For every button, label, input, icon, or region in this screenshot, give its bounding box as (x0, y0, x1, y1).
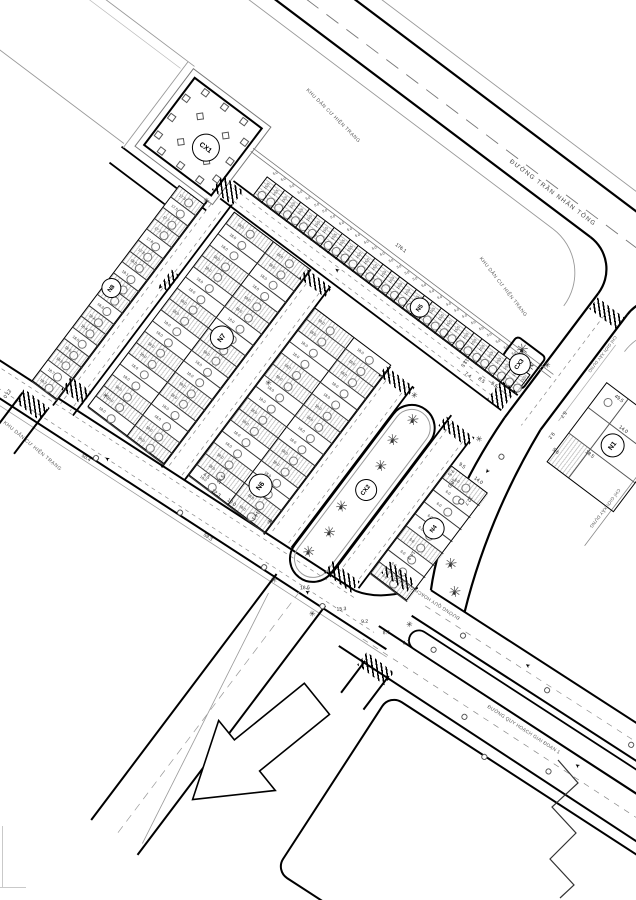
dimension-text: 6.0 (408, 536, 416, 544)
dimension-text: 18.0 (137, 436, 146, 444)
dimension-text: 18.0 (196, 276, 205, 285)
dimension-text: 18.0 (106, 395, 115, 404)
dimension-text: 18.0 (322, 392, 332, 401)
boundary-line (250, 147, 554, 378)
lot-number-circle (143, 441, 157, 454)
dimension-text: 18.0 (179, 298, 189, 307)
block-label-text: N1 (606, 439, 619, 452)
dimension-text: 18.0 (331, 381, 340, 390)
dimension-text: 18.0 (251, 284, 260, 293)
block-label-text: N7 (216, 331, 228, 344)
dimension-text: 18.0 (216, 452, 225, 461)
dimension-text: 18.0 (356, 347, 365, 356)
dimension-text: 18.0 (339, 370, 348, 379)
construction-boundary-line (584, 420, 636, 546)
block-label-text: N8 (106, 282, 117, 294)
dimension-text: 18.0 (283, 363, 292, 372)
dimension-text: 18.0 (202, 349, 211, 358)
dimension-text: 18.0 (280, 448, 289, 457)
dimension-text: 18.0 (238, 504, 247, 513)
dimension-text: 18.0 (171, 309, 180, 317)
block-label-text: CX2 (359, 483, 373, 497)
dimension-text: 18.0 (147, 341, 156, 350)
boundary-diagonal (558, 344, 616, 422)
dimension-text: 9.2 (361, 618, 369, 625)
dimension-text: 18.0 (155, 330, 164, 339)
dimension-text: 18.0 (267, 262, 277, 271)
dimension-text: 3.7 (402, 639, 410, 646)
dimension-text: 18.0 (233, 430, 242, 439)
dimension-text: 18.0 (258, 396, 267, 405)
reserve-block-2 (279, 698, 636, 900)
dimension-text: 18.0 (169, 392, 179, 401)
street-h2 (0, 328, 419, 658)
dimension-text: 18.0 (186, 371, 195, 379)
dimension-text: 15.3 (336, 606, 347, 613)
dimension-text: 18.0 (305, 415, 315, 423)
dimension-text: 18.0 (308, 329, 318, 338)
reserve-block-1 (408, 629, 636, 826)
block-label-text: N5 (414, 302, 425, 313)
page-edge-mark (2, 826, 3, 888)
dimension-text: 18.0 (153, 414, 163, 423)
dimension-text: 18.0 (130, 363, 140, 372)
dimension-text: 8.7 (382, 629, 390, 636)
dimension-text: 18.0 (347, 359, 357, 367)
dimension-text: 6.0 (399, 548, 407, 556)
dimension-text: 18.0 (249, 407, 259, 416)
dimension-text: 18.0 (163, 319, 172, 328)
break-line (549, 759, 579, 899)
dimension-text: 18.0 (220, 244, 229, 252)
dimension-text: 18.0 (224, 441, 234, 450)
dimension-text: 18.0 (161, 403, 171, 412)
arrow-shape (191, 682, 331, 801)
park-structure-mark (196, 112, 205, 121)
dimension-text: 18.0 (236, 222, 246, 231)
dimension-text: 18.0 (228, 233, 238, 242)
dimension-text: 18.0 (288, 437, 298, 446)
main-road (185, 0, 636, 531)
dimension-text: 18.6 (299, 584, 310, 591)
dimension-text: 18.0 (266, 385, 276, 394)
dimension-text: 18.0 (275, 374, 284, 383)
dimension-text: 18.0 (114, 384, 123, 393)
park-structure-mark (221, 131, 230, 140)
dimension-text: 18.0 (300, 340, 309, 349)
dimension-text: 18.0 (314, 403, 323, 412)
block-label-text: N4 (428, 523, 439, 534)
dimension-text: 18.0 (259, 273, 269, 282)
dimension-text: 18.0 (212, 254, 221, 263)
dimension-text: 18.0 (194, 360, 203, 369)
block-label-text: CX3 (513, 357, 526, 371)
dimension-text: 15.5 (263, 182, 271, 191)
dimension-text: 15.5 (519, 375, 527, 384)
dimension-text: 18.0 (275, 252, 285, 260)
dimension-text: 18.0 (187, 287, 197, 296)
dimension-text: 18.0 (243, 295, 252, 304)
dimension-text: 18.0 (227, 316, 236, 325)
dimension-text: 18.0 (207, 463, 217, 472)
dimension-text: 18.0 (272, 459, 281, 468)
dimension-text: 18.0 (122, 374, 132, 382)
dimension-text: 18.0 (204, 265, 213, 274)
dimension-text: 18.0 (138, 352, 148, 361)
lot-number-circle (104, 411, 118, 425)
park-structure-mark (176, 137, 185, 146)
dimension-text: 18.0 (235, 306, 244, 314)
dimension-text: 18.0 (317, 318, 326, 327)
north-direction-arrow (154, 653, 355, 845)
dimension-text: 18.0 (178, 381, 187, 390)
block-label-text: N6 (254, 479, 267, 492)
block-label-text: CX1 (198, 140, 214, 155)
dimension-text: 18.0 (98, 406, 107, 415)
dimension-text: 18.0 (297, 426, 306, 435)
page-edge-mark (0, 887, 26, 888)
planned-road-1 (411, 589, 636, 813)
dimension-text: 18.0 (145, 425, 154, 434)
dimension-text: 6.0 (435, 501, 443, 508)
dimension-text: 18.0 (241, 419, 250, 427)
dimension-text: 18.0 (291, 352, 301, 360)
dimension-text: 6.0 (444, 489, 452, 496)
